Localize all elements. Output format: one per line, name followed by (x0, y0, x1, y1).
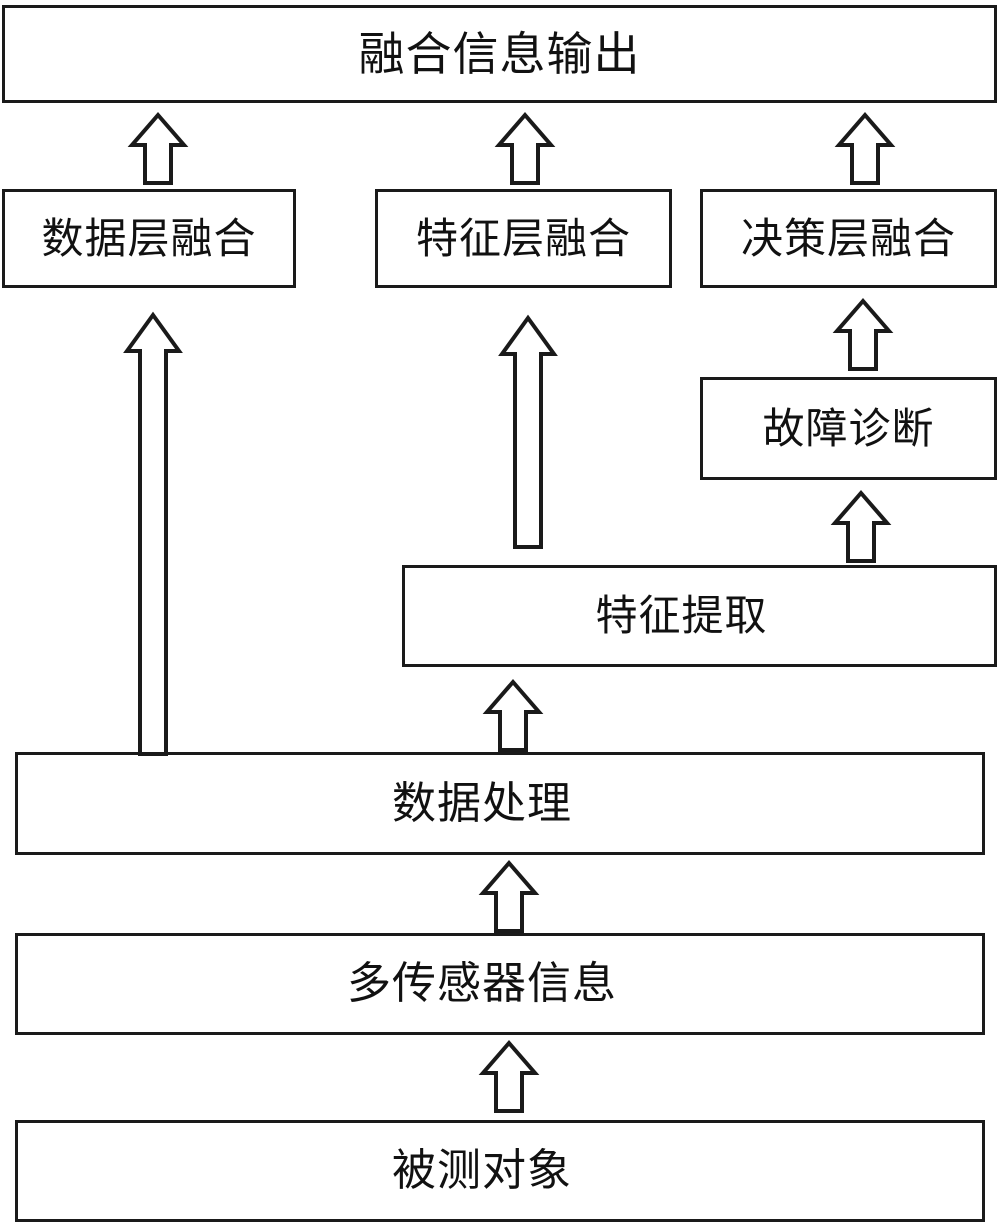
box-fault-diagnosis-label: 故障诊断 (762, 403, 935, 453)
box-measured-object[interactable]: 被测对象 (15, 1120, 985, 1222)
box-data-level-fusion-label: 数据层融合 (41, 213, 257, 263)
box-decision-level-fusion[interactable]: 决策层融合 (700, 189, 997, 288)
box-feature-extraction[interactable]: 特征提取 (402, 565, 997, 667)
box-data-processing[interactable]: 数据处理 (15, 752, 985, 855)
arrow-up-icon-extract-to-fault (830, 489, 892, 563)
box-fusion-output-label: 融合信息输出 (358, 27, 641, 81)
box-decision-level-fusion-label: 决策层融合 (740, 213, 956, 263)
box-measured-object-label: 被测对象 (392, 1145, 572, 1196)
arrow-up-icon-object-to-sensor (478, 1039, 540, 1113)
arrow-up-icon-data-level-to-output (127, 111, 189, 185)
arrow-up-icon-process-to-data-level (123, 311, 183, 756)
box-fault-diagnosis[interactable]: 故障诊断 (700, 377, 997, 480)
box-fusion-output[interactable]: 融合信息输出 (2, 5, 997, 103)
box-multi-sensor-information[interactable]: 多传感器信息 (15, 933, 985, 1035)
arrow-up-icon-sensor-to-process (478, 859, 540, 933)
arrow-up-icon-extract-to-feature-level (498, 314, 558, 549)
arrow-up-icon-feature-level-to-output (494, 111, 556, 185)
arrow-up-icon-fault-to-decision-level (832, 297, 894, 371)
box-data-processing-label: 数据处理 (392, 777, 572, 829)
box-feature-extraction-label: 特征提取 (595, 591, 768, 640)
arrow-up-icon-decision-level-to-output (834, 111, 896, 185)
arrow-up-icon-process-to-extract (482, 678, 544, 752)
box-feature-level-fusion-label: 特征层融合 (415, 213, 631, 263)
box-multi-sensor-information-label: 多传感器信息 (347, 958, 617, 1009)
box-feature-level-fusion[interactable]: 特征层融合 (375, 189, 672, 288)
box-data-level-fusion[interactable]: 数据层融合 (2, 189, 296, 288)
